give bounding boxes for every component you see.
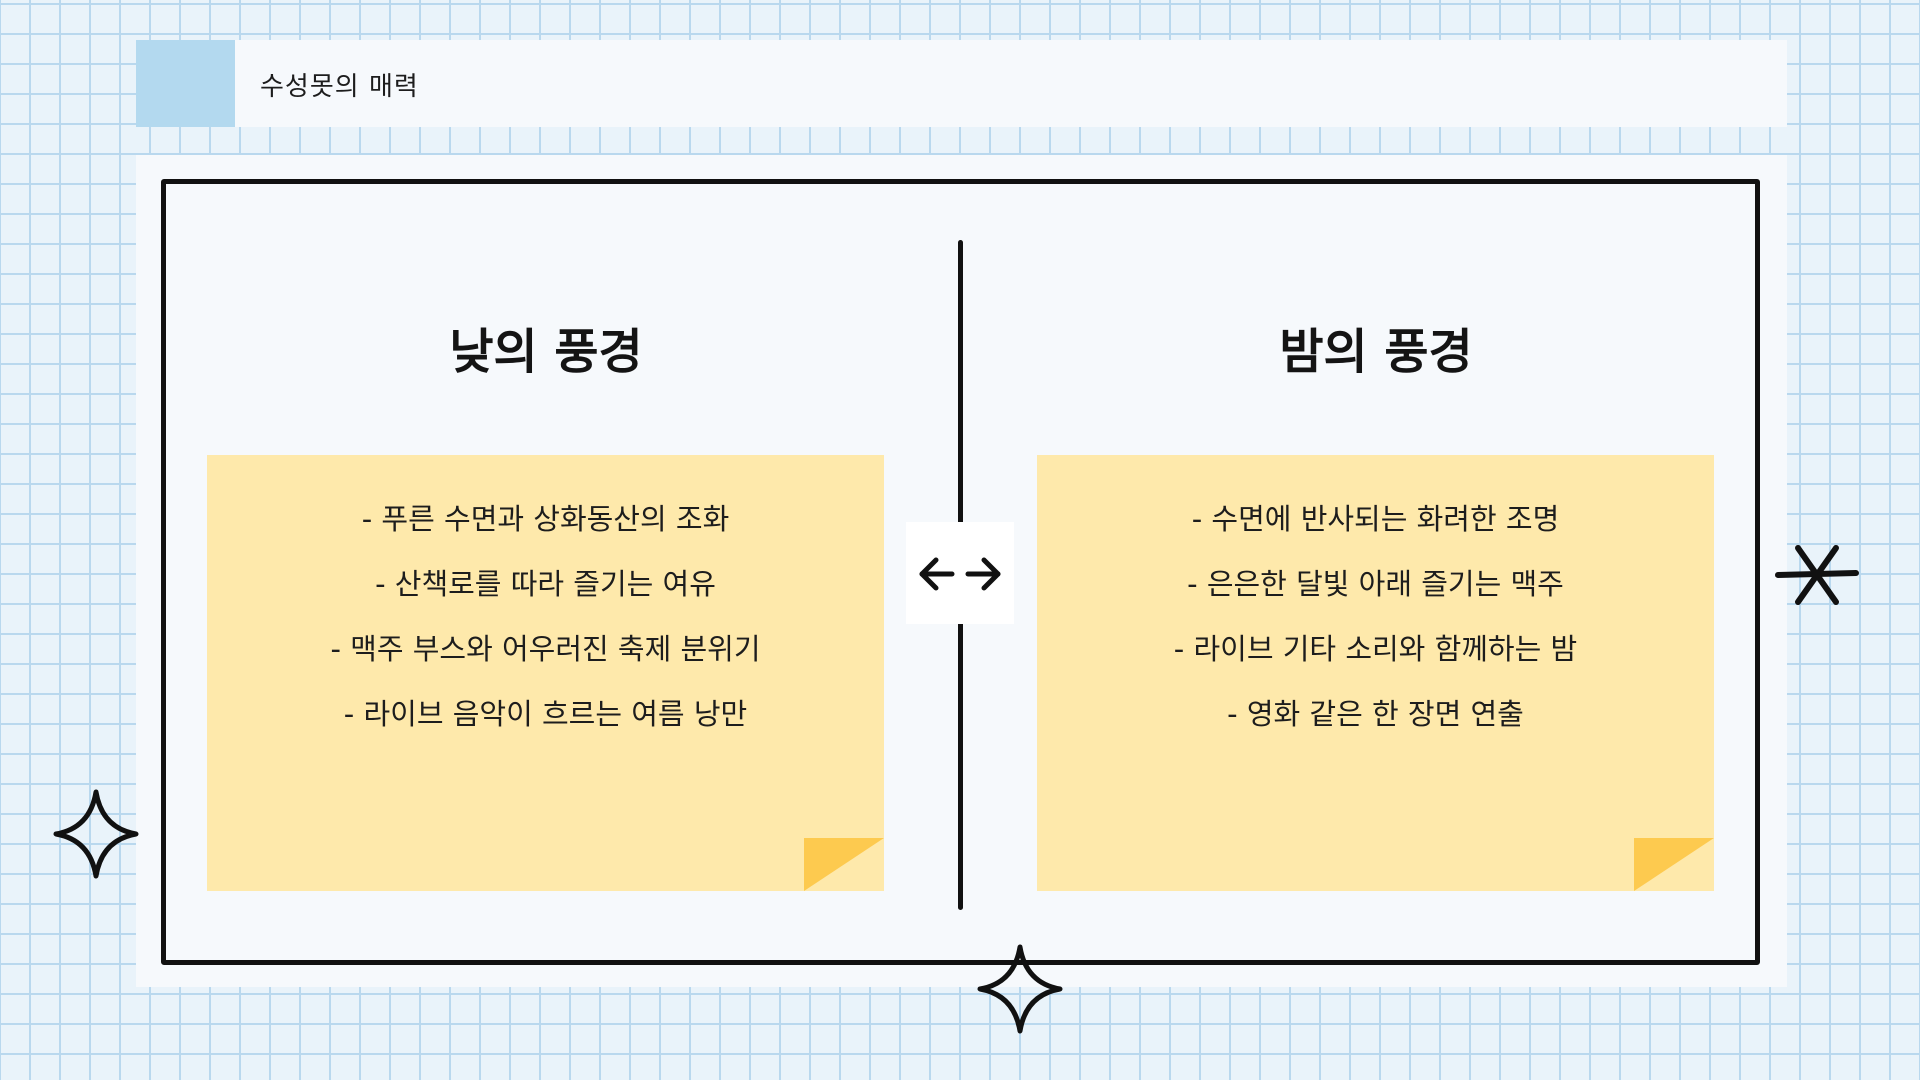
day-sticky-note: - 푸른 수면과 상화동산의 조화 - 산책로를 따라 즐기는 여유 - 맥주 … bbox=[207, 455, 884, 891]
slide-title: 수성못의 매력 bbox=[260, 72, 419, 102]
day-title: 낮의 풍경 bbox=[449, 324, 643, 380]
left-right-arrow-icon bbox=[919, 557, 1001, 591]
sparkle-star-icon bbox=[53, 789, 139, 879]
content-frame bbox=[161, 179, 1760, 965]
asterisk-icon bbox=[1775, 545, 1859, 605]
night-sticky-note: - 수면에 반사되는 화려한 조명 - 은은한 달빛 아래 즐기는 맥주 - 라… bbox=[1037, 455, 1714, 891]
note-fold-corner bbox=[1634, 838, 1714, 891]
list-item: - 라이브 기타 소리와 함께하는 밤 bbox=[1173, 632, 1578, 666]
header-bar bbox=[136, 40, 1787, 127]
note-fold-corner bbox=[804, 838, 884, 891]
list-item: - 맥주 부스와 어우러진 축제 분위기 bbox=[330, 632, 761, 666]
list-item: - 라이브 음악이 흐르는 여름 낭만 bbox=[343, 697, 748, 731]
list-item: - 산책로를 따라 즐기는 여유 bbox=[375, 567, 716, 601]
list-item: - 수면에 반사되는 화려한 조명 bbox=[1191, 502, 1560, 536]
list-item: - 영화 같은 한 장면 연출 bbox=[1227, 697, 1524, 731]
night-list: - 수면에 반사되는 화려한 조명 - 은은한 달빛 아래 즐기는 맥주 - 라… bbox=[1037, 497, 1714, 757]
night-title: 밤의 풍경 bbox=[1279, 324, 1473, 380]
list-item: - 푸른 수면과 상화동산의 조화 bbox=[361, 502, 730, 536]
day-list: - 푸른 수면과 상화동산의 조화 - 산책로를 따라 즐기는 여유 - 맥주 … bbox=[207, 497, 884, 757]
list-item: - 은은한 달빛 아래 즐기는 맥주 bbox=[1187, 567, 1564, 601]
header-accent-square bbox=[136, 40, 235, 127]
sparkle-star-icon bbox=[977, 944, 1063, 1034]
